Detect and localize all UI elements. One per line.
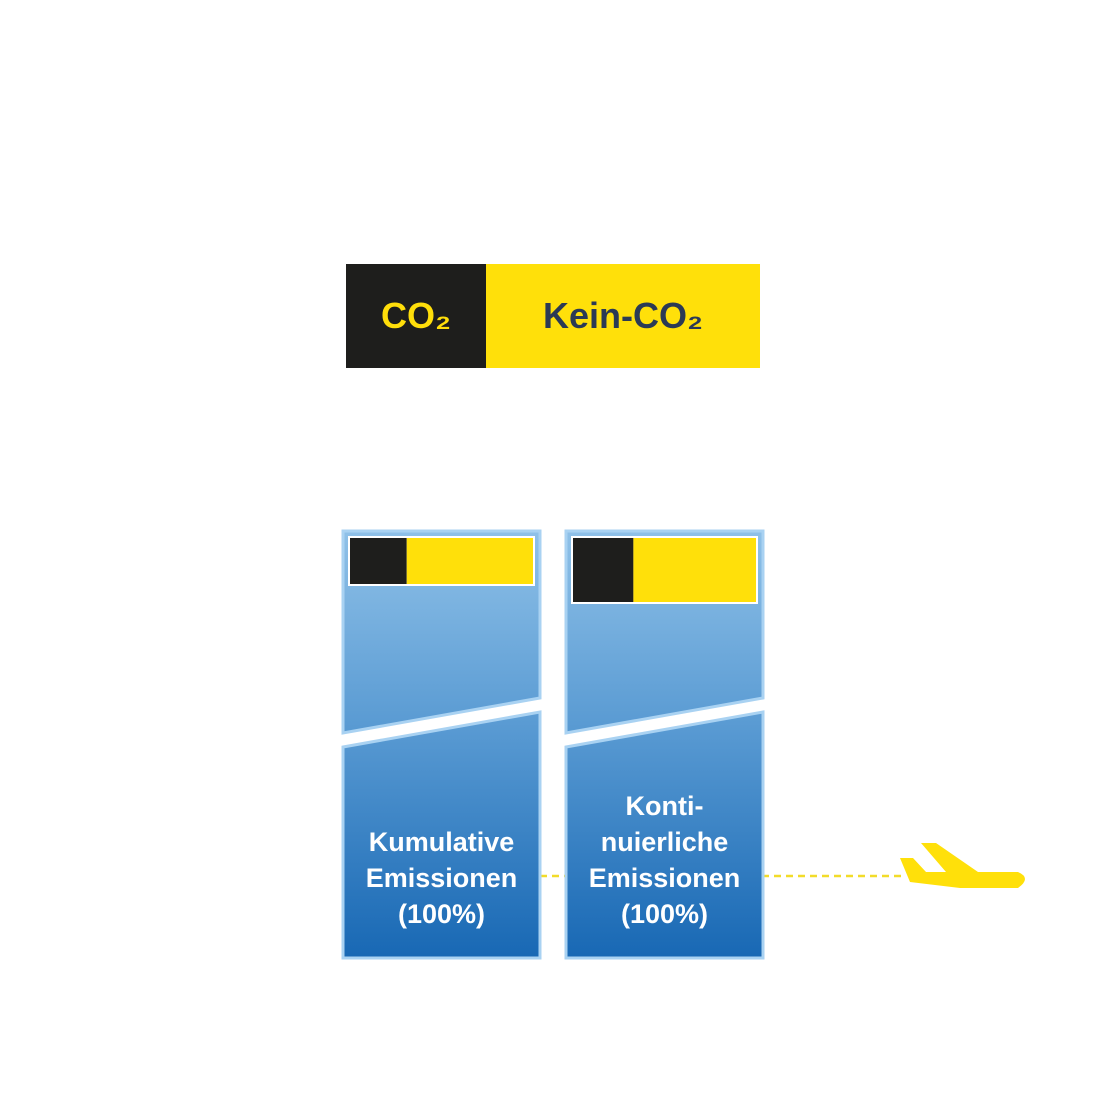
legend-co2-label: CO₂ <box>381 295 451 336</box>
legend-co2: CO₂ <box>346 264 486 368</box>
panel-lower-section <box>341 710 542 960</box>
legend-non-co2: Kein-CO₂ <box>486 264 760 368</box>
panel-label-line: Emissionen <box>365 863 518 893</box>
panel-label-line: (100%) <box>397 899 486 929</box>
panel-label-line: Kumulative <box>368 827 515 857</box>
mini-bar-non-co2 <box>406 538 533 584</box>
airplane-icon <box>900 843 1025 888</box>
legend-non-co2-label: Kein-CO₂ <box>543 295 703 336</box>
mini-bar-co2 <box>350 538 407 584</box>
mini-bar-non-co2 <box>633 538 756 602</box>
panel-label-line: Konti- <box>625 791 704 821</box>
mini-bar-co2 <box>573 538 634 602</box>
panel-label-line: nuierliche <box>600 827 729 857</box>
legend: CO₂ Kein-CO₂ <box>346 264 760 368</box>
panel-label-line: (100%) <box>620 899 709 929</box>
emissions-panel <box>341 529 542 960</box>
emissions-panel <box>564 529 765 960</box>
panel-lower-section <box>564 710 765 960</box>
panel-label-line: Emissionen <box>588 863 741 893</box>
